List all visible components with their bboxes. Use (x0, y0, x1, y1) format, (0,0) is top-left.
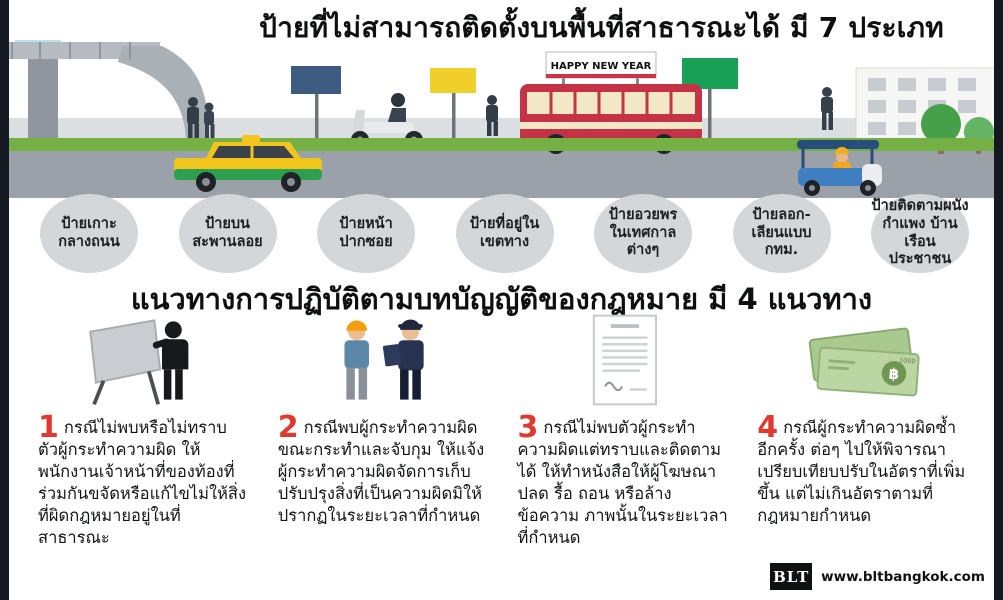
fine-money-illustration: ฿ 1000 (757, 312, 971, 408)
sign-removal-illustration (38, 312, 252, 408)
street-scene: HAPPY NEW YEAR (0, 40, 1003, 198)
pedestrian-icon (821, 87, 833, 130)
worker-silhouette-icon (152, 321, 189, 400)
sign-type-overpass: ป้ายบน สะพานลอย (178, 194, 277, 273)
tuktuk-icon (797, 140, 882, 196)
taxi-icon (174, 135, 322, 192)
blue-sign-icon (291, 66, 341, 140)
guideline-number-1: 1 (38, 410, 59, 445)
sign-type-imitation: ป้ายลอก- เลียนแบบ กทม. (732, 194, 831, 273)
sign-type-festival: ป้ายอวยพร ในเทศกาล ต่างๆ (594, 194, 692, 273)
sign-type-median: ป้ายเกาะ กลางถนน (40, 194, 138, 273)
pedestrian-bridge-icon (8, 40, 209, 140)
guideline-body-4: กรณีผู้กระทำความผิดซ้ำอีกครั้ง ต่อๆ ไปให… (757, 418, 966, 525)
website-url: www.bltbangkok.com (821, 568, 985, 585)
green-sign-icon (682, 58, 738, 140)
bus-banner-text: HAPPY NEW YEAR (551, 61, 652, 72)
guideline-body-2: กรณีพบผู้กระทำความผิดขณะกระทำและจับกุม ใ… (277, 418, 485, 525)
bus-icon: HAPPY NEW YEAR (520, 51, 702, 154)
baht-symbol: ฿ (888, 365, 900, 384)
guideline-number-2: 2 (277, 410, 299, 445)
police-officer-icon (382, 319, 424, 400)
yellow-sign-icon (430, 68, 476, 140)
right-edge-bar (994, 0, 1003, 600)
guideline-body-3: กรณีไม่พบตัวผู้กระทำความผิดแต่ทราบและติด… (517, 418, 728, 547)
sign-board-icon (89, 319, 161, 406)
sign-type-roadzone: ป้ายที่อยู่ใน เขตทาง (455, 194, 554, 273)
footer: BLT www.bltbangkok.com (770, 563, 985, 590)
sign-type-circles: ป้ายเกาะ กลางถนน ป้ายบน สะพานลอย ป้ายหน้… (40, 194, 969, 273)
blt-logo: BLT (770, 563, 813, 590)
document-icon (593, 314, 658, 406)
sidewalk (0, 118, 1003, 140)
main-title: ป้ายที่ไม่สามารถติดตั้งบนพื้นที่สาธารณะไ… (259, 11, 944, 44)
sign-type-alley: ป้ายหน้า ปากซอย (317, 194, 415, 273)
guideline-number-4: 4 (757, 410, 779, 445)
pedestrian-icon (187, 97, 199, 138)
banknotes-icon: ฿ 1000 (808, 327, 920, 397)
notice-letter-illustration (518, 312, 732, 408)
left-edge-bar (0, 0, 9, 600)
banknote-value: 1000 (899, 356, 916, 365)
guidelines-title: แนวทางการปฏิบัติตามบทบัญญัติของกฎหมาย มี… (130, 282, 873, 316)
construction-worker-icon (344, 320, 369, 400)
guideline-number-3: 3 (517, 410, 539, 445)
arrest-illustration (278, 312, 492, 408)
guideline-body-1: กรณีไม่พบหรือไม่ทราบตัวผู้กระทำความผิด ใ… (38, 418, 247, 547)
pedestrian-icon (204, 102, 215, 138)
pedestrian-icon (486, 95, 498, 136)
sign-type-walls: ป้ายติดตามผนัง กำแพง บ้านเรือน ประชาชน (871, 194, 969, 273)
